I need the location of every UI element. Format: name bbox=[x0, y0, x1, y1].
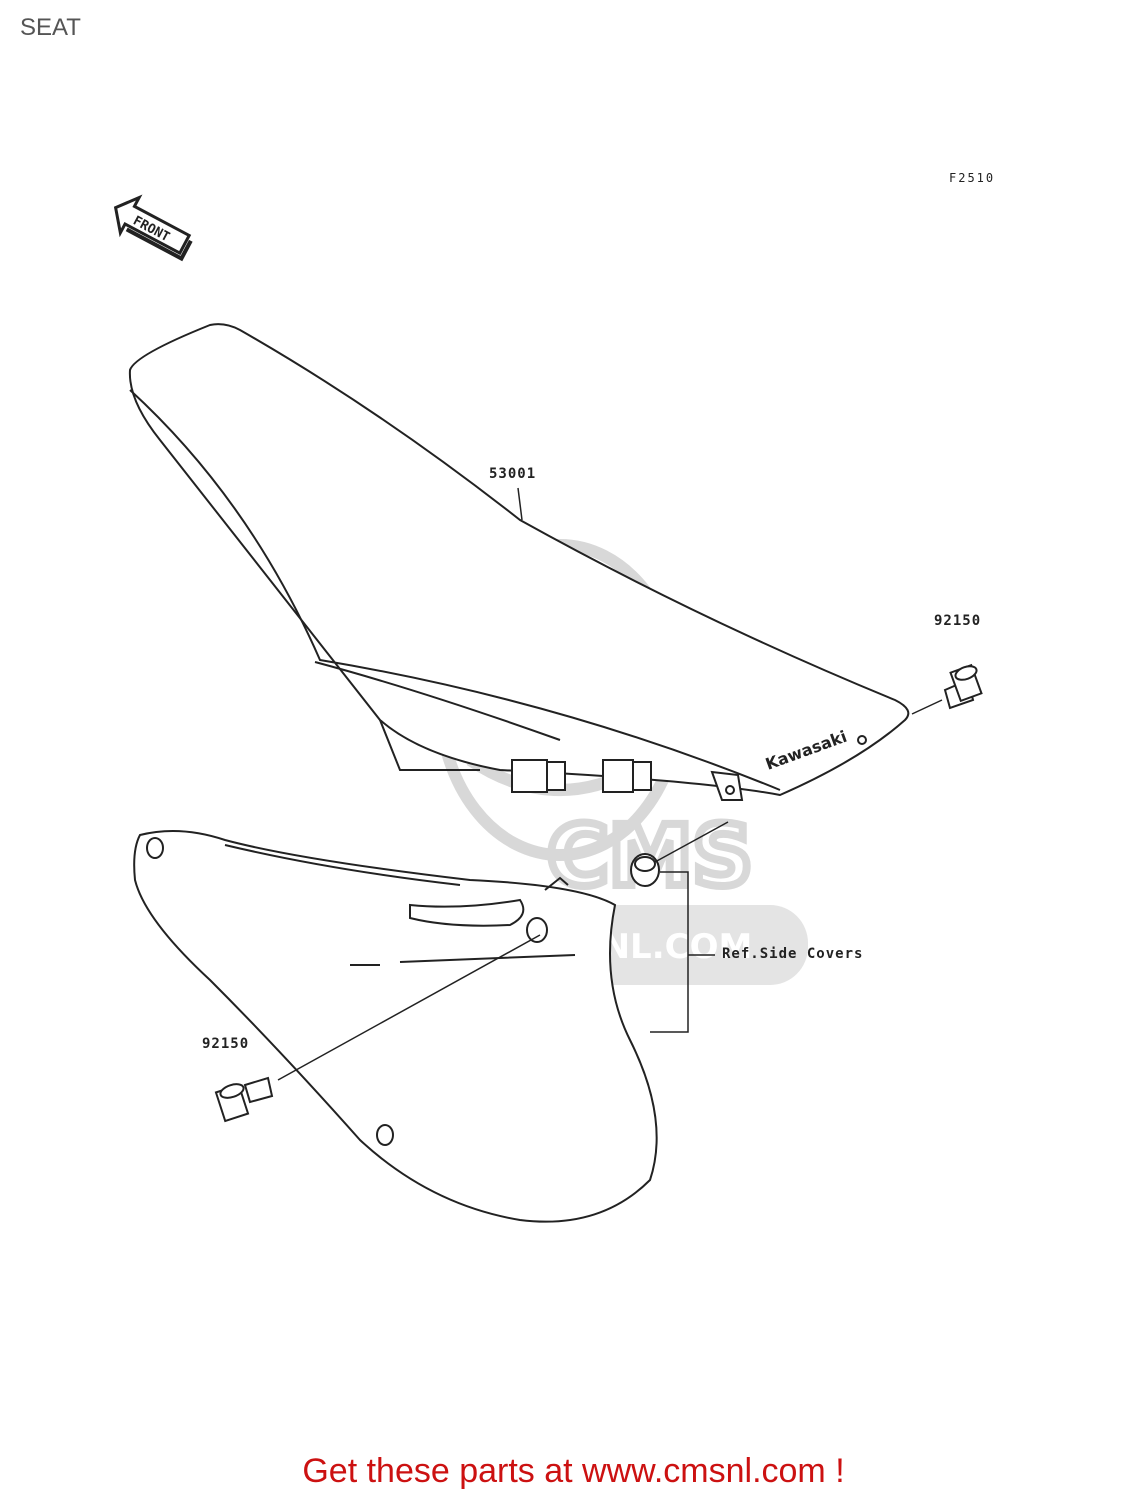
ref-bracket bbox=[650, 871, 715, 1033]
figure-code: F2510 bbox=[949, 171, 996, 185]
part-label-92150-rear[interactable]: 92150 bbox=[934, 613, 982, 629]
bolt-rear-part bbox=[943, 663, 983, 710]
ref-side-covers-label: Ref.Side Covers bbox=[722, 946, 864, 962]
bolt-rear-leader bbox=[911, 699, 943, 715]
part-label-53001[interactable]: 53001 bbox=[489, 466, 537, 482]
grommet-leader bbox=[654, 821, 729, 863]
bolt-front-part bbox=[214, 1076, 274, 1123]
part-label-92150-front[interactable]: 92150 bbox=[202, 1036, 250, 1052]
seat-leader bbox=[517, 487, 523, 521]
grommet-part bbox=[630, 853, 660, 887]
seat-part bbox=[128, 323, 910, 801]
page-title: SEAT bbox=[20, 14, 81, 41]
side-cover-part bbox=[133, 830, 658, 1223]
promo-link[interactable]: Get these parts at www.cmsnl.com ! bbox=[302, 1452, 845, 1490]
bolt-front-leader bbox=[277, 934, 541, 1081]
front-arrow-icon: FRONT bbox=[113, 194, 193, 262]
